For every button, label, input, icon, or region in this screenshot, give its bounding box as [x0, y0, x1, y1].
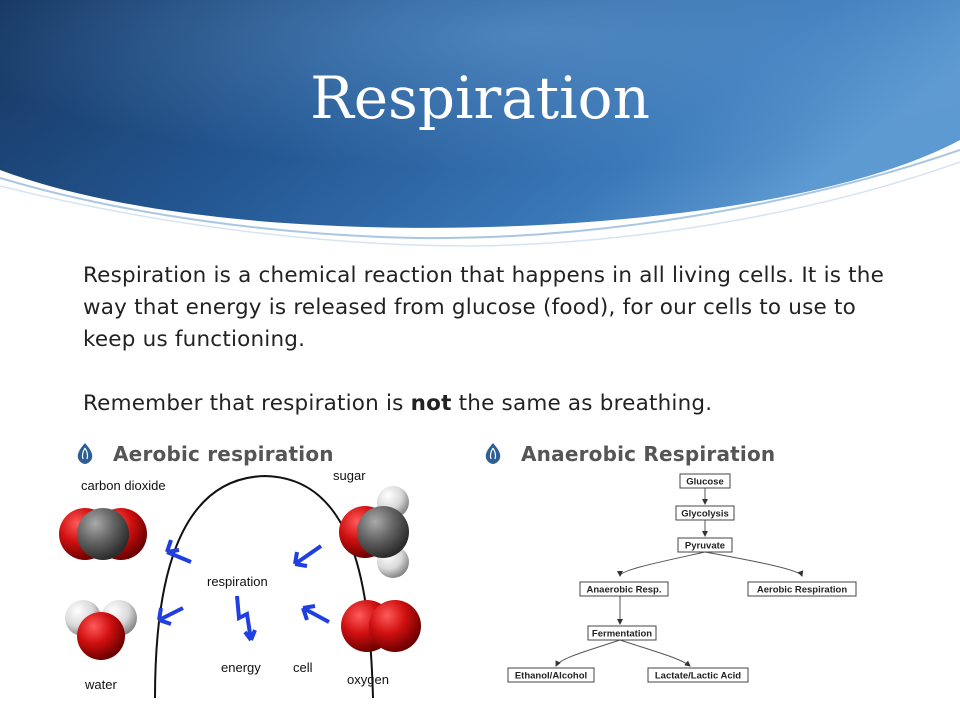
fleuron-bullet-icon: [485, 443, 501, 464]
bullet-label: Anaerobic Respiration: [521, 442, 776, 466]
arrow-sugar-in: [293, 544, 323, 568]
arrow-water-out: [157, 606, 184, 626]
slide-title: Respiration: [310, 64, 650, 132]
label-sugar: sugar: [333, 468, 366, 483]
remember-bold-word: not: [410, 391, 452, 416]
flow-node-label: Ethanol/Alcohol: [515, 671, 587, 682]
label-carbon-dioxide: carbon dioxide: [81, 478, 166, 493]
label-oxygen: oxygen: [347, 672, 389, 687]
flow-node-label: Lactate/Lactic Acid: [655, 671, 741, 682]
slide-body: Respiration is a chemical reaction that …: [83, 260, 903, 420]
carbon-dioxide-molecule: [59, 508, 147, 560]
flow-node-label: Glycolysis: [681, 509, 729, 520]
flow-node-label: Glucose: [686, 477, 724, 488]
flow-node-ethanol: Ethanol/Alcohol: [507, 667, 595, 683]
paragraph-spacer: [83, 356, 903, 388]
flow-node-label: Anaerobic Resp.: [587, 585, 662, 596]
energy-lightning-icon: [235, 595, 257, 642]
flow-node-pyruvate: Pyruvate: [677, 537, 733, 553]
remember-text-start: Remember that respiration is: [83, 391, 411, 416]
label-energy: energy: [221, 660, 261, 675]
water-molecule: [65, 600, 137, 660]
flow-node-label: Fermentation: [592, 629, 652, 640]
bullet-aerobic: Aerobic respiration: [75, 440, 334, 468]
bullet-label: Aerobic respiration: [113, 442, 334, 466]
flow-node-glycolysis: Glycolysis: [675, 505, 735, 521]
label-water: water: [84, 677, 117, 692]
label-respiration: respiration: [207, 574, 268, 589]
anaerobic-flowchart: Glucose Glycolysis Pyruvate Anaerobic Re…: [507, 473, 857, 683]
label-cell: cell: [293, 660, 313, 675]
flow-node-fermentation: Fermentation: [587, 625, 657, 641]
flow-node-anaerobic-resp: Anaerobic Resp.: [579, 581, 669, 597]
remember-paragraph: Remember that respiration is not the sam…: [83, 388, 903, 420]
aerobic-respiration-diagram: carbon dioxide sugar respiration energy …: [59, 468, 421, 698]
fleuron-bullet-icon: [77, 443, 93, 464]
sugar-molecule: [339, 486, 409, 578]
flow-node-label: Aerobic Respiration: [757, 585, 847, 596]
intro-paragraph: Respiration is a chemical reaction that …: [83, 263, 885, 352]
header-wave-background: [0, 0, 960, 247]
flow-node-glucose: Glucose: [679, 473, 731, 489]
arrow-oxygen-in: [301, 604, 330, 624]
bullet-anaerobic: Anaerobic Respiration: [483, 440, 775, 468]
flow-node-lactate: Lactate/Lactic Acid: [647, 667, 749, 683]
flow-node-aerobic-respiration: Aerobic Respiration: [747, 581, 857, 597]
oxygen-molecule: [341, 600, 421, 652]
cell-membrane: [154, 474, 374, 698]
flow-node-label: Pyruvate: [685, 541, 725, 552]
arrow-co2-out: [165, 539, 192, 564]
remember-text-end: the same as breathing.: [451, 391, 713, 416]
